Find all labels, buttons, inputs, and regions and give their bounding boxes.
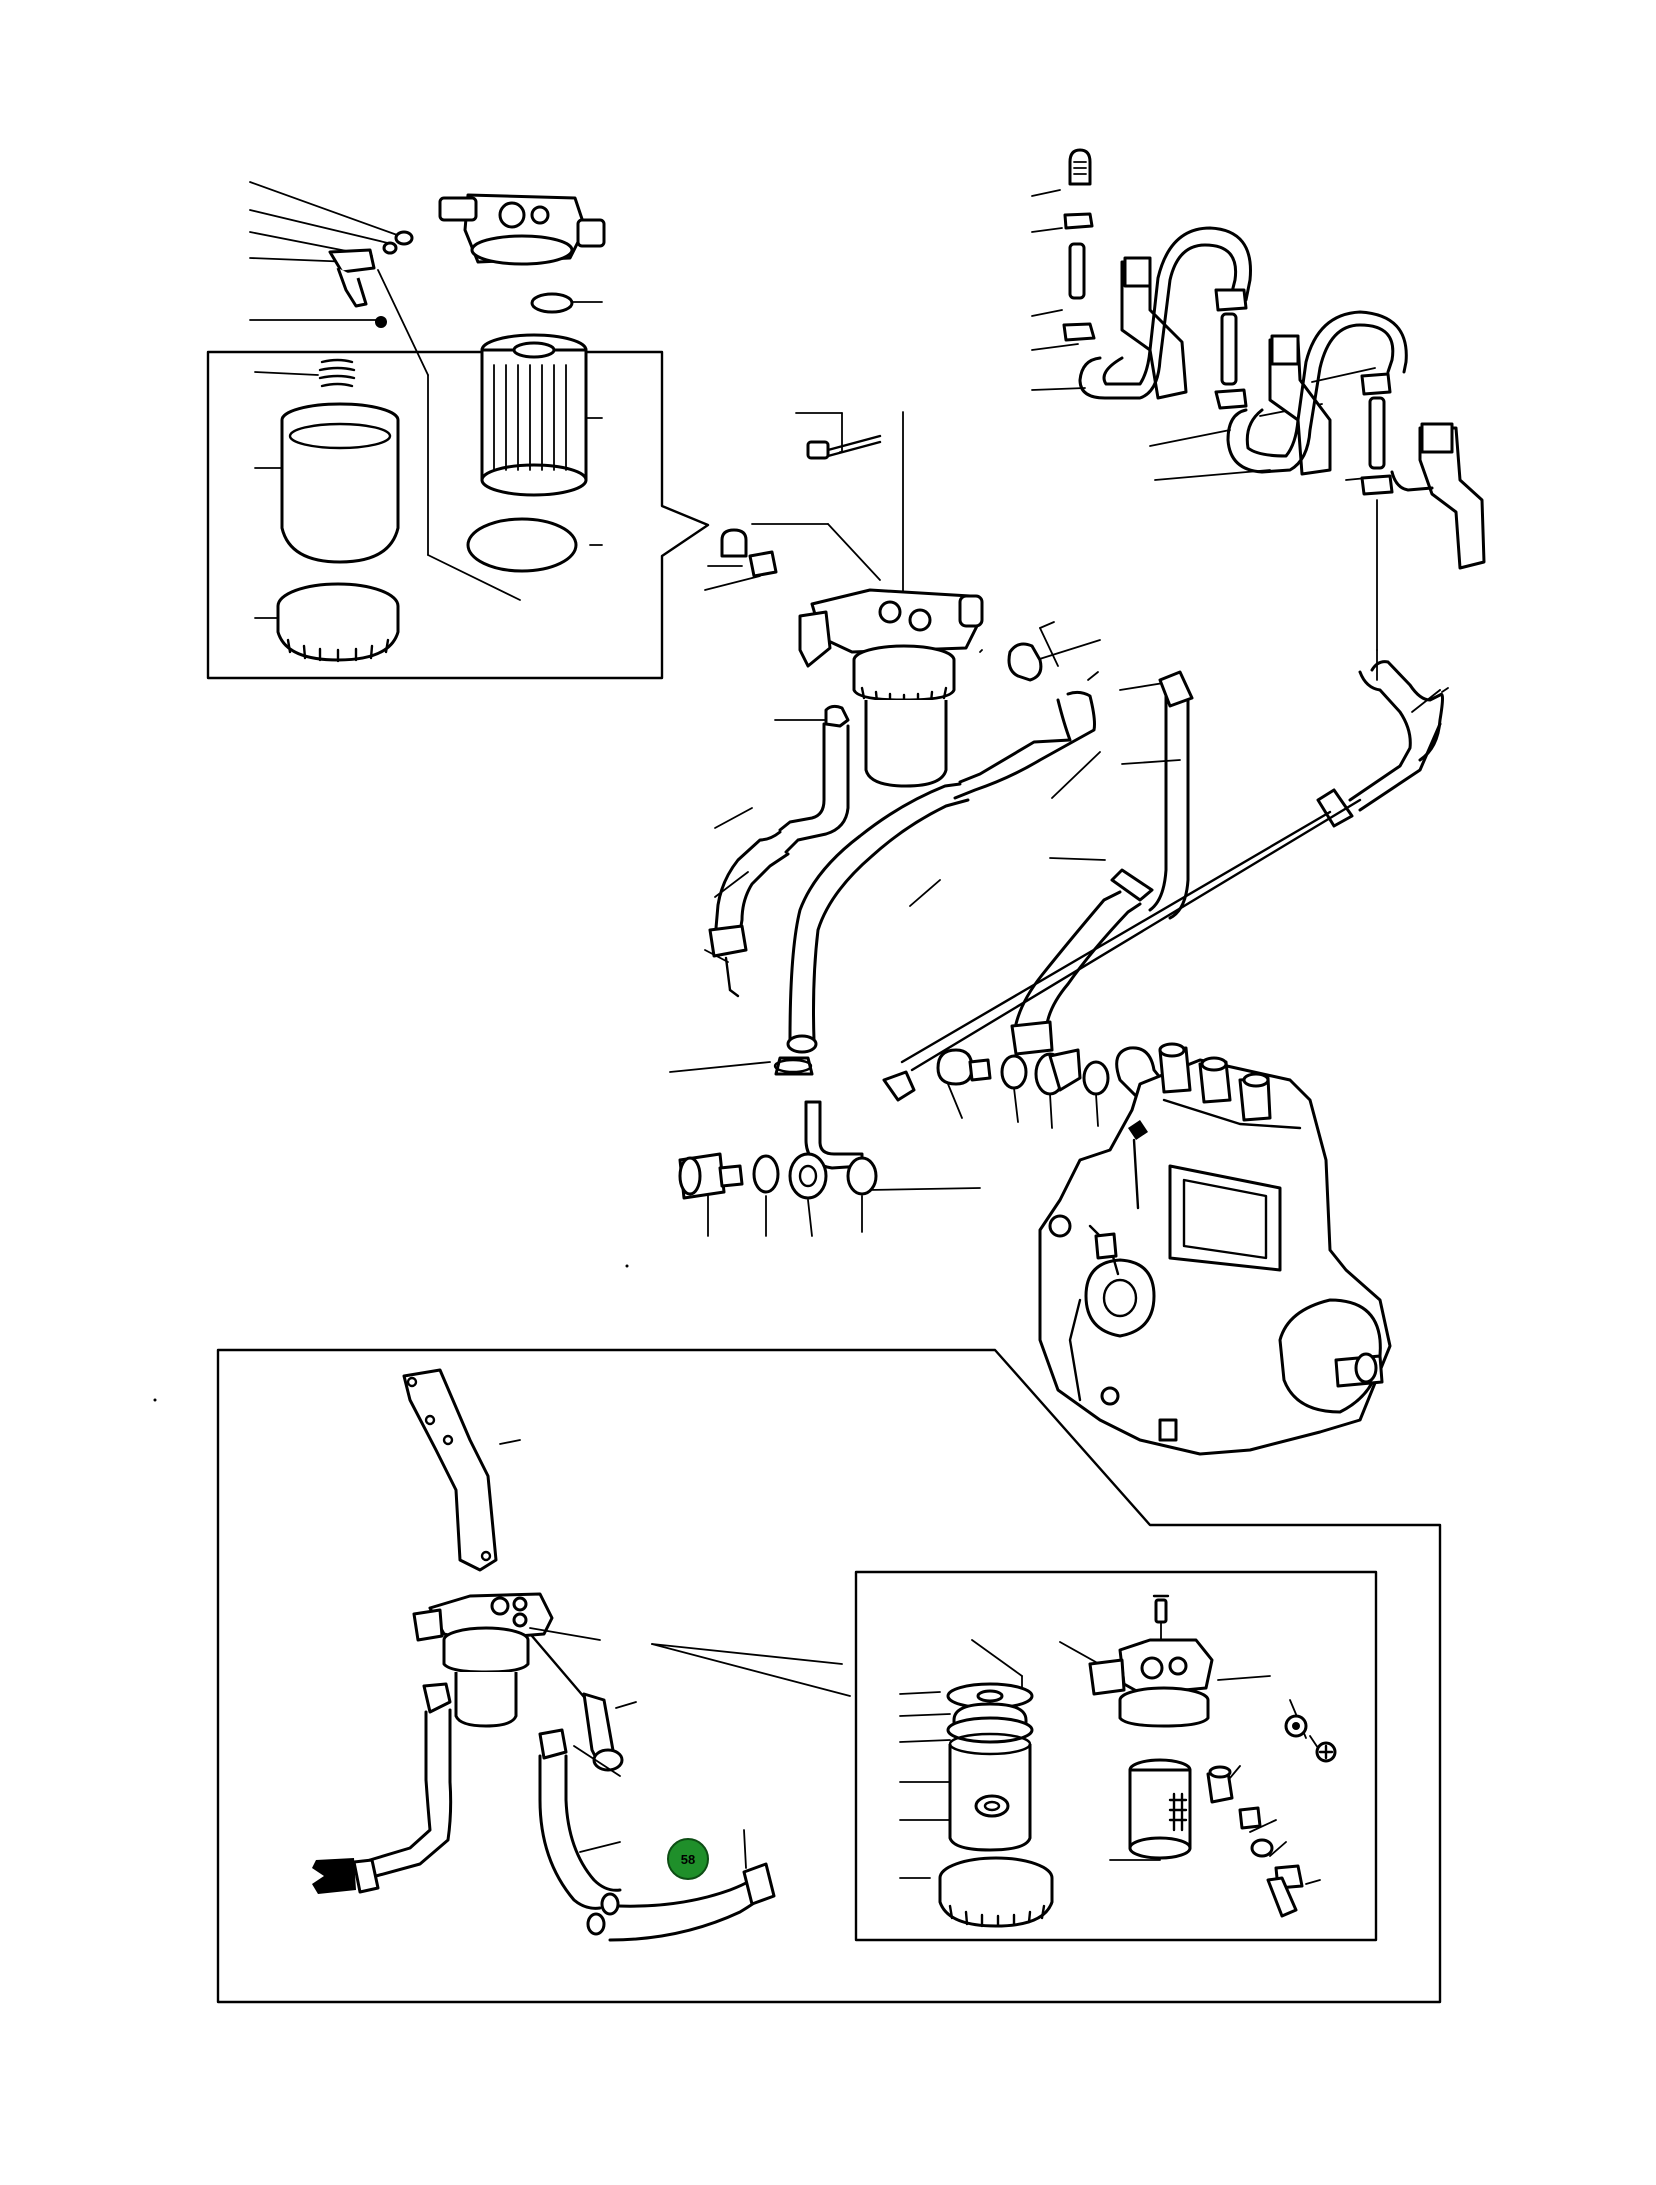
callout-number: 58	[680, 1851, 696, 1867]
inset-fuel-filter-top	[206, 181, 710, 680]
injection-pump	[1038, 1042, 1392, 1456]
speck-mark	[153, 1398, 157, 1402]
inset-sedimenter-exploded	[854, 1570, 1378, 1942]
inset-bracket-filter-bottom	[216, 1348, 1442, 2004]
injector-leakoff-assembly	[1031, 148, 1486, 828]
speck-mark	[625, 1264, 629, 1268]
callout-badge[interactable]: 58	[667, 1838, 709, 1880]
